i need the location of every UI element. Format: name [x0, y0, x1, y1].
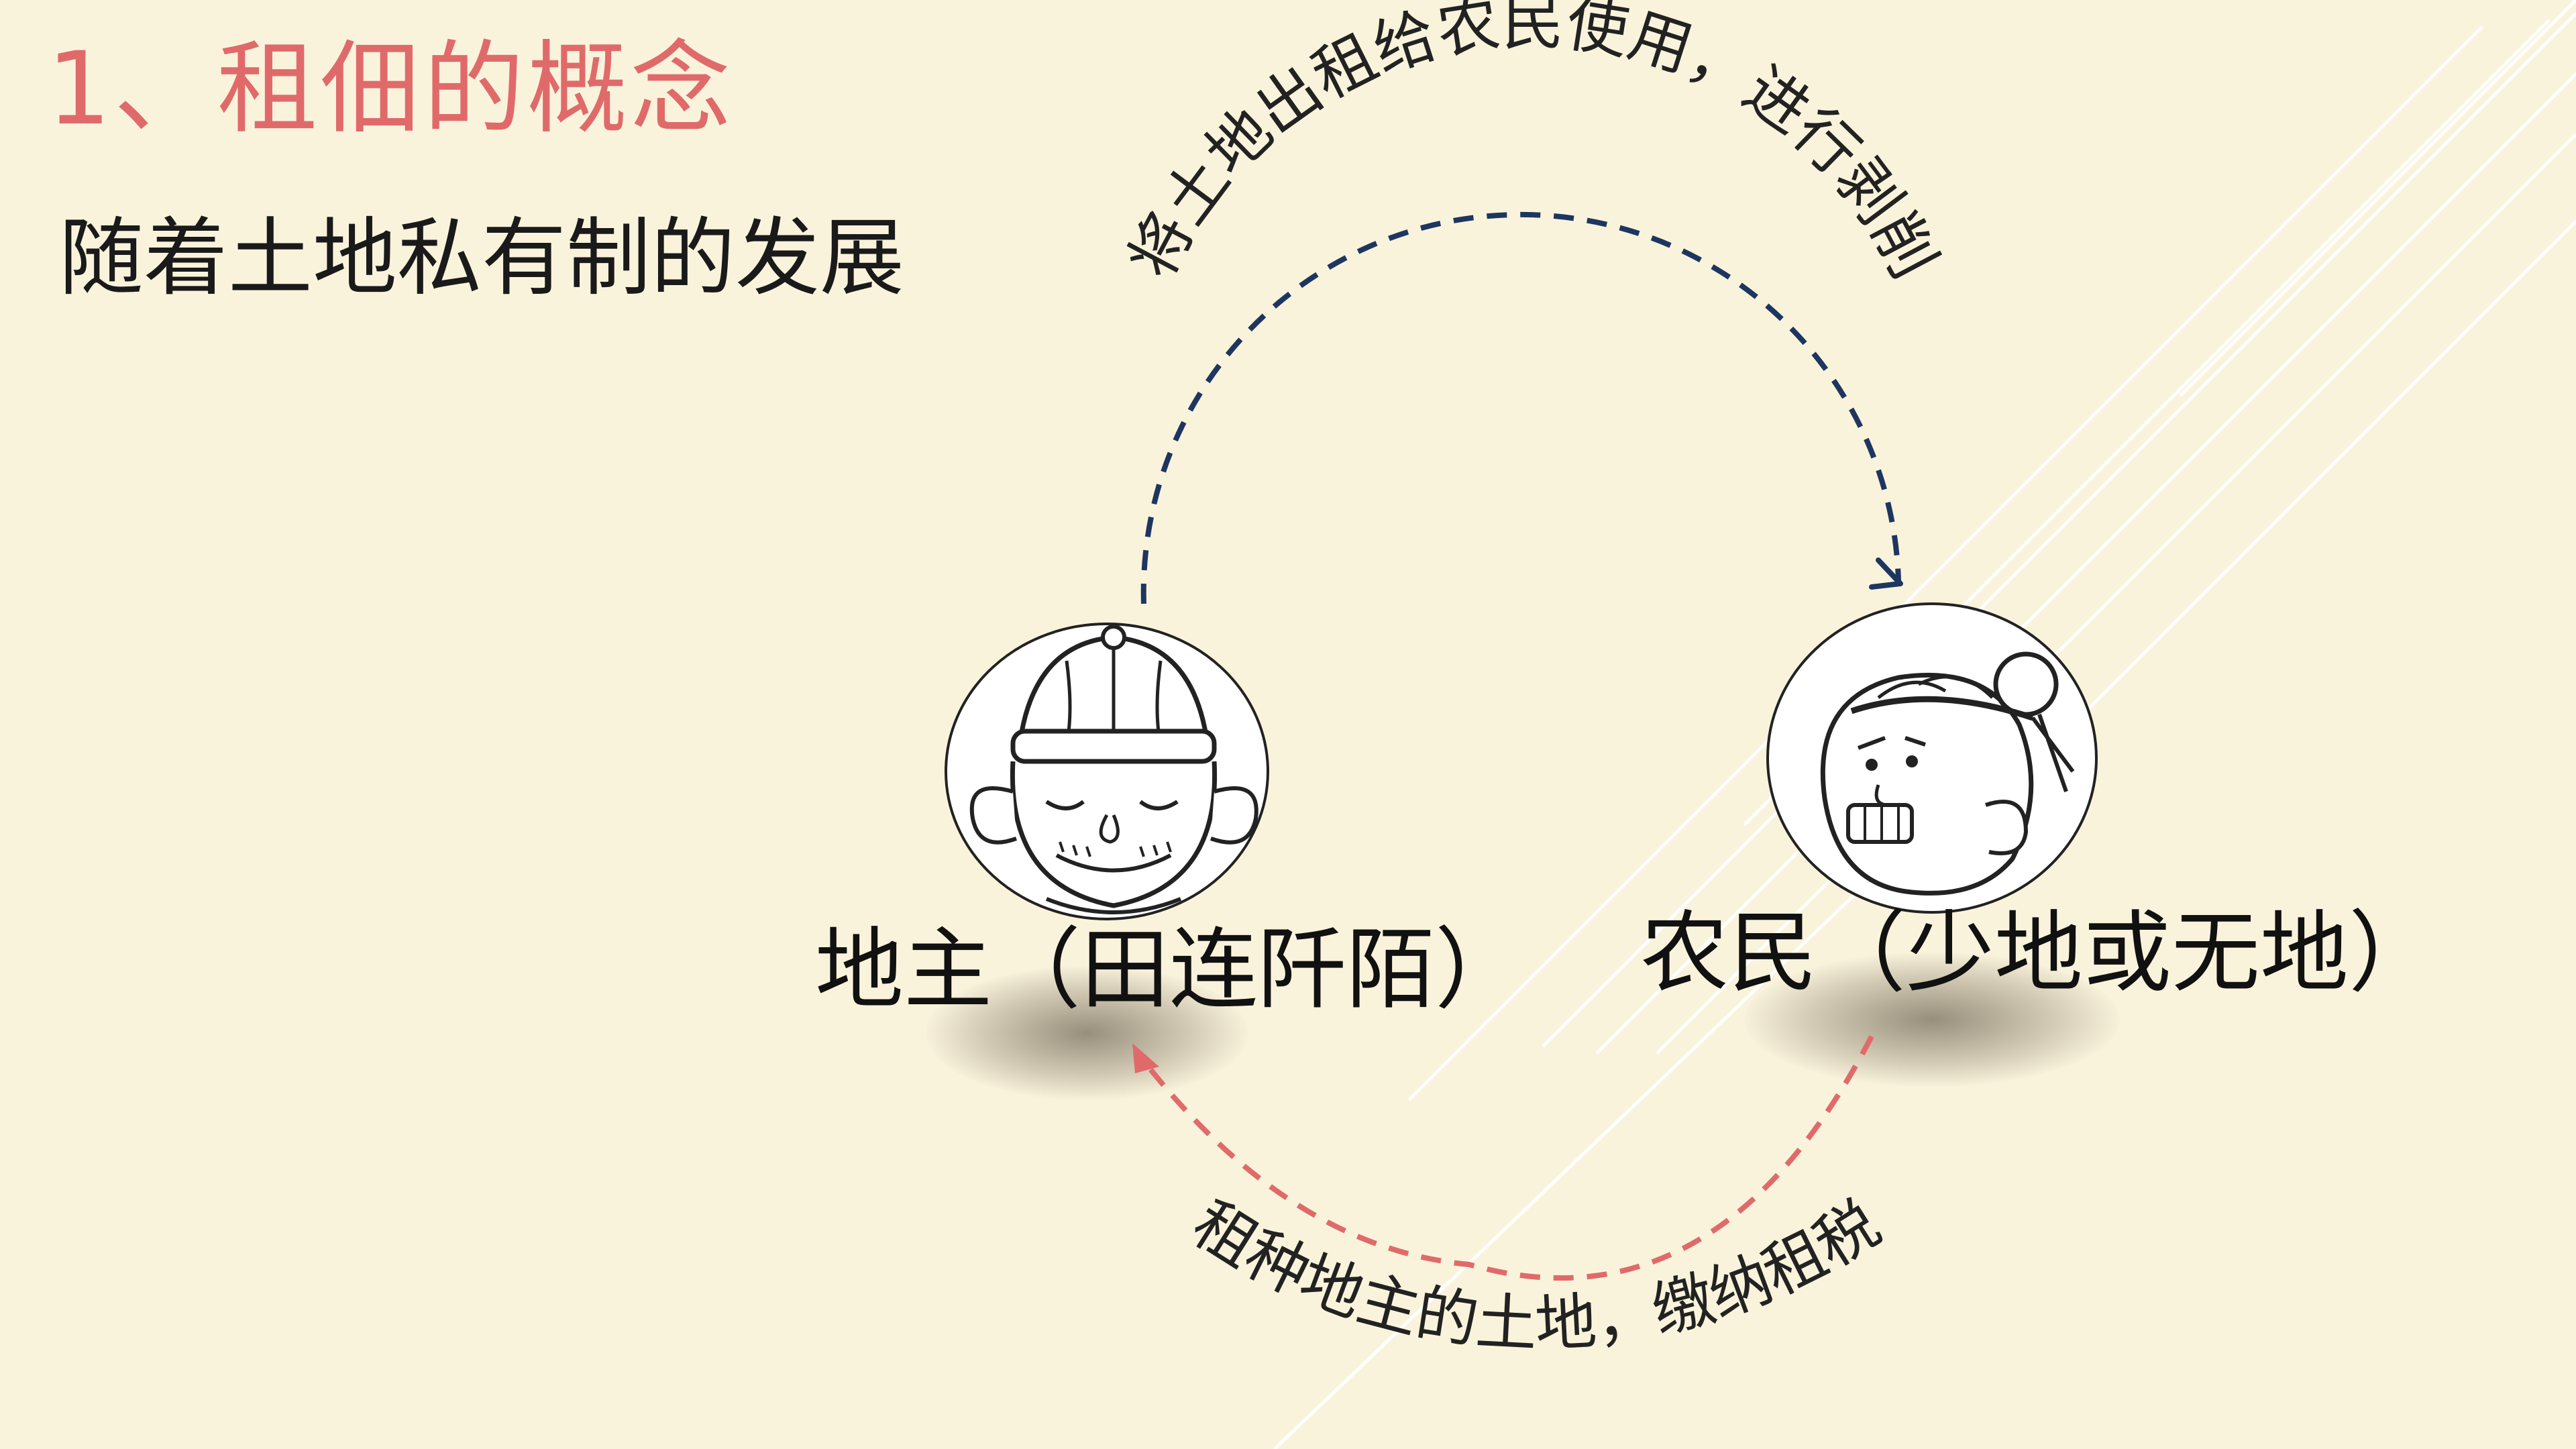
landlord-shadow — [926, 966, 1248, 1100]
top-arrow-line — [1140, 211, 1901, 604]
slide-title: 1、租佃的概念 — [47, 31, 734, 148]
landlord-face-icon — [945, 623, 1269, 920]
bottom-arrow-line — [1138, 1035, 1874, 1281]
bottom-arrowhead-icon — [1132, 1043, 1159, 1073]
landlord-label: 地主（田连阡陌） — [815, 918, 1523, 1022]
bottom-arrow-caption: 租种地主的土地，缴纳租税 — [1180, 1187, 1892, 1360]
top-arrow-caption: 将土地出租给农民使用，进行剥削 — [1116, 0, 1950, 290]
top-arrowhead-icon — [1869, 557, 1903, 590]
peasant-label: 农民（少地或无地） — [1640, 902, 2437, 1005]
peasant-shadow — [1744, 953, 2120, 1087]
slide-subtitle: 随着土地私有制的发展 — [59, 209, 904, 307]
top-arrow — [1140, 211, 1903, 604]
bottom-arrow — [1132, 1035, 1874, 1281]
peasant-face-icon — [1766, 602, 2098, 914]
